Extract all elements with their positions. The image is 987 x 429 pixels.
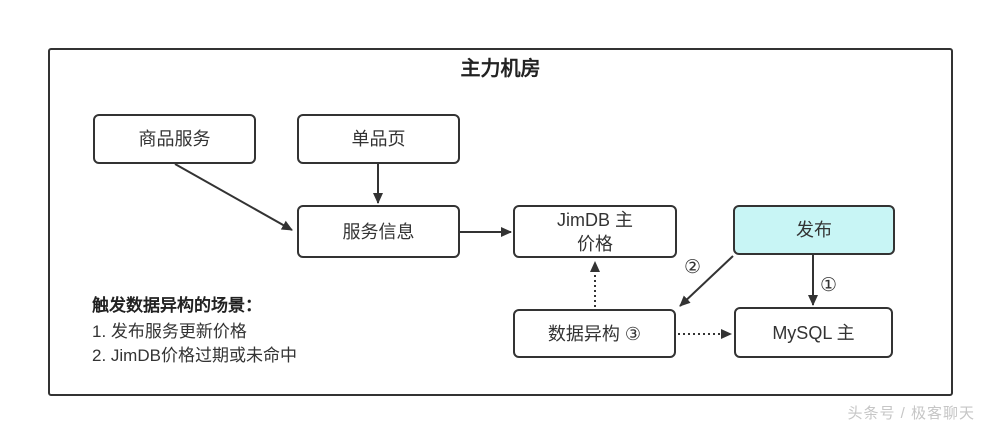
node-jimdb-master: JimDB 主 价格 <box>513 205 677 258</box>
node-mysql-master-label: MySQL 主 <box>772 322 855 343</box>
node-mysql-master: MySQL 主 <box>734 307 893 358</box>
node-service-info: 服务信息 <box>297 205 460 258</box>
node-publish: 发布 <box>733 205 895 255</box>
node-product-service-label: 商品服务 <box>138 129 211 149</box>
node-service-info-label: 服务信息 <box>342 221 415 242</box>
node-single-item-page-label: 单品页 <box>351 129 406 149</box>
node-product-service: 商品服务 <box>93 114 256 164</box>
note-heading: 触发数据异构的场景： <box>92 296 262 315</box>
diagram-title: 主力机房 <box>460 58 541 80</box>
node-data-heterogeneity-label: 数据异构 ③ <box>547 323 642 344</box>
edge-label-circled-2: ② <box>684 257 702 278</box>
node-jimdb-master-label-line2: 价格 <box>577 233 613 254</box>
node-jimdb-master-label-line1: JimDB 主 <box>557 209 633 230</box>
edge-label-circled-1: ① <box>820 275 838 296</box>
node-publish-label: 发布 <box>796 220 832 240</box>
note-item-2: 2. JimDB价格过期或未命中 <box>92 346 297 365</box>
node-data-heterogeneity: 数据异构 ③ <box>513 309 676 358</box>
note-item-1: 1. 发布服务更新价格 <box>92 322 247 341</box>
node-single-item-page: 单品页 <box>297 114 460 164</box>
watermark-text: 头条号 / 极客聊天 <box>847 405 975 422</box>
